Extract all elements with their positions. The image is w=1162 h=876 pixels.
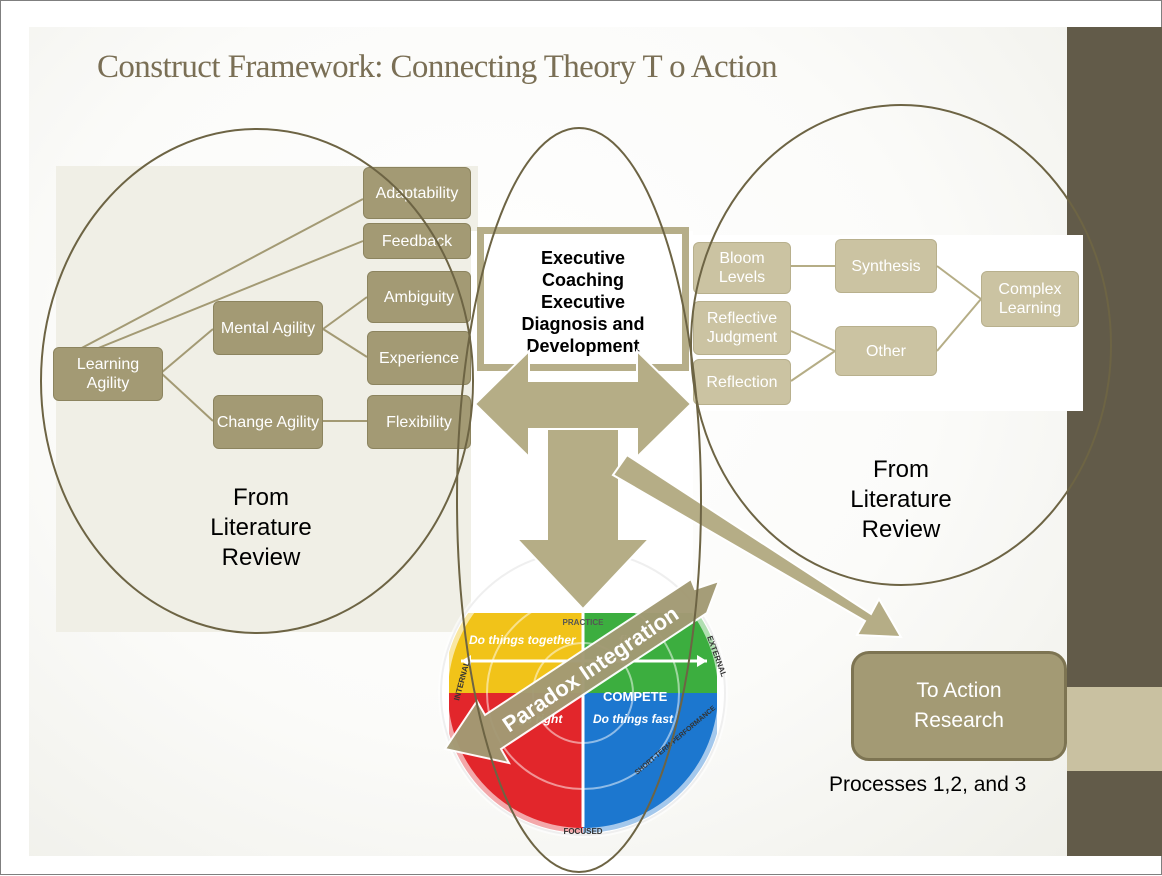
- ambiguity-box: Ambiguity: [367, 271, 471, 323]
- left-ellipse: [40, 128, 474, 634]
- learning-agility-box: Learning Agility: [53, 347, 163, 401]
- executive-coaching-box: Executive Coaching Executive Diagnosis a…: [477, 227, 689, 371]
- mental-agility-label: Mental Agility: [220, 319, 316, 337]
- other-box: Other: [835, 326, 937, 376]
- exec-line-4: Diagnosis and: [521, 314, 645, 334]
- exec-line-5: Development: [526, 336, 640, 356]
- flexibility-label: Flexibility: [386, 413, 452, 431]
- left-caption: From Literature Review: [210, 484, 312, 571]
- bloom-levels-label: Bloom Levels: [718, 250, 766, 286]
- right-ellipse: [690, 104, 1112, 586]
- horizontal-double-arrow: [473, 348, 693, 460]
- complex-learning-label: Complex Learning: [998, 281, 1062, 317]
- paradox-integration-arrow: [443, 577, 721, 765]
- bloom-levels-box: Bloom Levels: [693, 242, 791, 294]
- flexibility-box: Flexibility: [367, 395, 471, 449]
- exec-line-2: Coaching: [541, 270, 624, 290]
- center-ellipse: [456, 127, 702, 873]
- wheel-label-top: PRACTICE: [563, 618, 605, 627]
- reflective-judgment-label: Reflective Judgment: [706, 310, 778, 346]
- reflection-box: Reflection: [693, 359, 791, 405]
- exec-line-3: Executive: [540, 292, 626, 312]
- change-agility-box: Change Agility: [213, 395, 323, 449]
- exec-line-1: Executive: [540, 248, 626, 268]
- slide-title: Construct Framework: Connecting Theory T…: [97, 49, 778, 85]
- synthesis-box: Synthesis: [835, 239, 937, 293]
- wheel-label-bottom: FOCUSED: [563, 827, 602, 836]
- experience-box: Experience: [367, 331, 471, 385]
- learning-agility-label: Learning Agility: [76, 356, 140, 392]
- diagonal-arrow-to-action: [611, 453, 903, 639]
- change-agility-label: Change Agility: [216, 413, 320, 431]
- ambiguity-label: Ambiguity: [383, 288, 455, 306]
- experience-label: Experience: [378, 349, 460, 367]
- reflective-judgment-box: Reflective Judgment: [693, 301, 791, 355]
- quadrant-text-fast: Do things fast: [593, 712, 674, 726]
- processes-caption: Processes 1,2, and 3: [829, 773, 1027, 796]
- right-caption: From Literature Review: [850, 456, 952, 543]
- side-tab: [1067, 687, 1162, 771]
- reflection-label: Reflection: [706, 373, 778, 391]
- to-action-research-box: To Action Research: [851, 651, 1067, 761]
- paradox-integration-label: Paradox Integration: [498, 601, 683, 737]
- quadrant-text-compete: COMPETE: [603, 689, 668, 704]
- to-action-research-label: To Action Research: [914, 679, 1004, 732]
- mental-agility-box: Mental Agility: [213, 301, 323, 355]
- quadrant-text-together: Do things together: [469, 633, 577, 647]
- other-label: Other: [865, 342, 906, 360]
- synthesis-label: Synthesis: [851, 257, 921, 275]
- complex-learning-box: Complex Learning: [981, 271, 1079, 327]
